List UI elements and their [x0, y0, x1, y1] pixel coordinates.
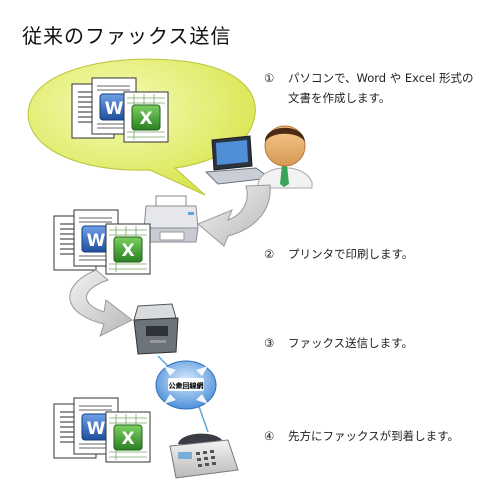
laptop-icon: [204, 135, 272, 185]
arrow-to-fax: [69, 269, 133, 337]
step-4: ④ 先方にファックスが到着します。: [264, 426, 459, 446]
step-2: ② プリンタで印刷します。: [264, 244, 413, 264]
public-network-icon: 公衆回線網: [155, 360, 217, 410]
step-1: ① パソコンで、Word や Excel 形式の 文書を作成します。: [264, 68, 474, 108]
step-1-text: パソコンで、Word や Excel 形式の: [288, 71, 474, 85]
step-3-text: ファックス送信します。: [288, 336, 414, 350]
arrow-to-printer: [197, 184, 271, 247]
step-3: ③ ファックス送信します。: [264, 333, 413, 353]
step-4-number: ④: [264, 429, 275, 443]
step-2-text: プリンタで印刷します。: [288, 247, 414, 261]
step-2-number: ②: [264, 247, 275, 261]
fax-telephone-icon: [169, 433, 239, 479]
step-1-text-line2: 文書を作成します。: [288, 91, 391, 105]
step-4-text: 先方にファックスが到着します。: [288, 429, 460, 443]
document-set-3: [53, 397, 151, 463]
page-title: 従来のファックス送信: [22, 24, 232, 48]
fax-machine-icon: [133, 303, 179, 355]
step-1-number: ①: [264, 71, 275, 85]
printer-icon: [143, 195, 199, 243]
document-set-2: [53, 209, 151, 275]
step-3-number: ③: [264, 336, 275, 350]
person-icon: [257, 125, 313, 189]
network-label: 公衆回線網: [169, 381, 204, 390]
